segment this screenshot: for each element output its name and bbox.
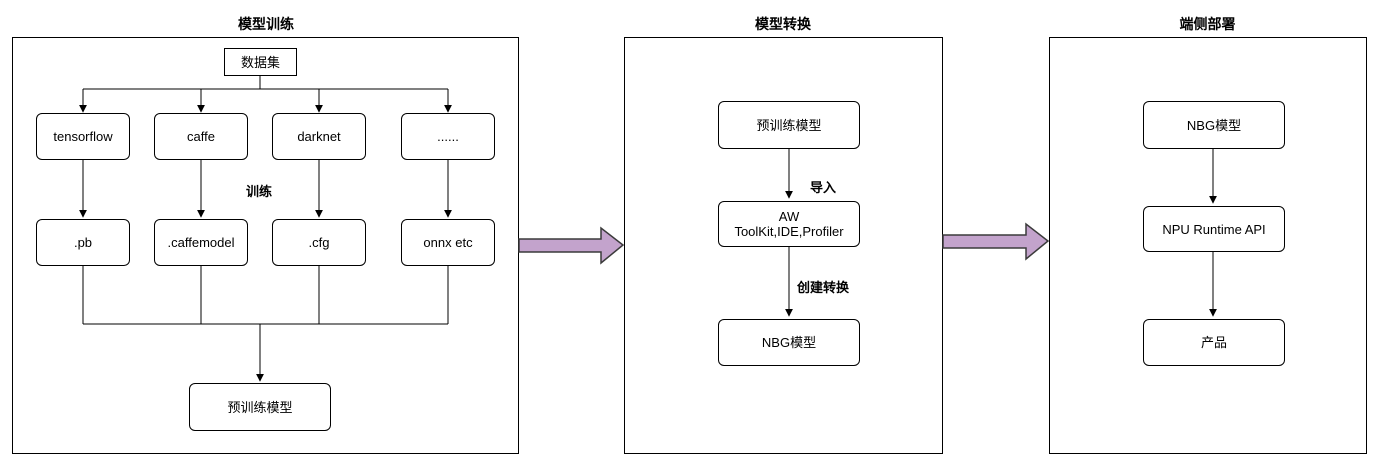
- format-pb: .pb: [36, 219, 130, 266]
- format-cfg: .cfg: [272, 219, 366, 266]
- runtime-api-node: NPU Runtime API: [1143, 206, 1285, 252]
- framework-caffe: caffe: [154, 113, 248, 160]
- import-label: 导入: [810, 180, 837, 195]
- training-pretrained-node: 预训练模型: [189, 383, 331, 431]
- deploy-nbg-node: NBG模型: [1143, 101, 1285, 149]
- dataset-node: 数据集: [224, 48, 297, 76]
- framework-tensorflow: tensorflow: [36, 113, 130, 160]
- toolkit-node: AW ToolKit,IDE,Profiler: [718, 201, 860, 247]
- section-title-training: 模型训练: [238, 16, 294, 32]
- product-node: 产品: [1143, 319, 1285, 366]
- section-title-deploy: 端侧部署: [1179, 16, 1236, 32]
- create-convert-label: 创建转换: [797, 280, 850, 295]
- section-title-conversion: 模型转换: [755, 16, 811, 32]
- framework-darknet: darknet: [272, 113, 366, 160]
- format-onnx: onnx etc: [401, 219, 495, 266]
- conversion-pretrained-node: 预训练模型: [718, 101, 860, 149]
- framework-others: ......: [401, 113, 495, 160]
- conversion-nbg-node: NBG模型: [718, 319, 860, 366]
- format-caffemodel: .caffemodel: [154, 219, 248, 266]
- flow-arrow-training-to-conversion: [518, 226, 625, 265]
- flow-arrow-conversion-to-deploy: [942, 222, 1050, 261]
- train-label: 训练: [246, 184, 273, 199]
